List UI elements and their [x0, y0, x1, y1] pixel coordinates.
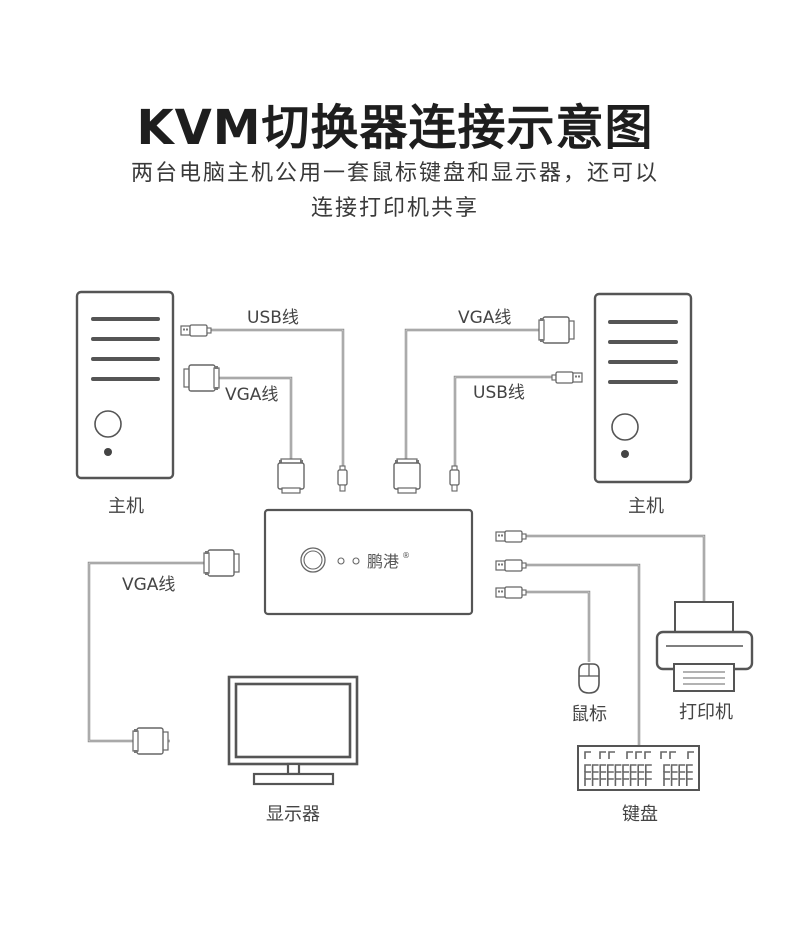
cable-left-usb-label: USB线 [247, 308, 299, 328]
keyboard-icon [577, 745, 700, 791]
mouse-icon [578, 663, 600, 694]
vga-connector-icon [203, 549, 240, 577]
mouse-label: 鼠标 [571, 704, 607, 725]
cable-monitor-vga-label: VGA线 [122, 575, 175, 595]
vga-connector-icon [277, 458, 305, 494]
kvm-switch-body [263, 508, 474, 616]
kvm-brand-label: 鹏港 [367, 552, 399, 571]
cable-right-usb-label: USB线 [473, 383, 525, 403]
subtitle-line-2: 连接打印机共享 [310, 196, 479, 221]
cable-right-vga-label: VGA线 [458, 308, 511, 328]
monitor-screen [234, 682, 352, 759]
vga-connector-icon [183, 364, 220, 392]
keyboard-label: 键盘 [622, 804, 658, 825]
host-right-led [621, 450, 629, 458]
host-right [593, 292, 693, 484]
cable-left-vga-label: VGA线 [225, 385, 278, 405]
host-right-label: 主机 [628, 496, 664, 517]
page-title: KVM切换器连接示意图 [136, 100, 654, 156]
usb-plug-icon [180, 324, 212, 337]
kvm-switch: 鹏港 ® [263, 508, 474, 616]
kvm-led-1 [337, 557, 345, 565]
printer-label: 打印机 [679, 702, 733, 723]
monitor-label: 显示器 [266, 804, 320, 825]
monitor-neck [286, 762, 301, 776]
usb-plug-icon [495, 586, 527, 599]
cable-left-vga [183, 364, 305, 494]
cable-right-vga [393, 316, 575, 494]
vga-connector-icon [132, 727, 169, 755]
subtitle-line-1: 两台电脑主机公用一套鼠标键盘和显示器，还可以 [130, 161, 659, 186]
cable-keyboard-usb [495, 559, 641, 747]
usb-plug-icon [495, 559, 527, 572]
kvm-trademark: ® [402, 551, 410, 560]
cable-monitor-vga [87, 549, 240, 755]
host-left-label: 主机 [108, 496, 144, 517]
cable-left-usb [180, 324, 348, 492]
printer-icon [655, 601, 754, 692]
vga-connector-icon [393, 458, 421, 494]
host-left-power-button [94, 410, 122, 438]
vga-connector-icon [538, 316, 575, 344]
usb-plug-icon [337, 465, 348, 492]
cable-right-usb [449, 371, 583, 492]
kvm-led-2 [352, 557, 360, 565]
monitor [227, 675, 359, 786]
usb-plug-icon [495, 530, 527, 543]
monitor-stand [252, 772, 335, 786]
cable-mouse-usb [495, 586, 591, 662]
host-right-power-button [611, 413, 639, 441]
usb-plug-icon [449, 465, 460, 492]
host-left [75, 290, 175, 480]
host-left-led [104, 448, 112, 456]
usb-plug-icon [551, 371, 583, 384]
cable-printer-usb [495, 530, 706, 603]
